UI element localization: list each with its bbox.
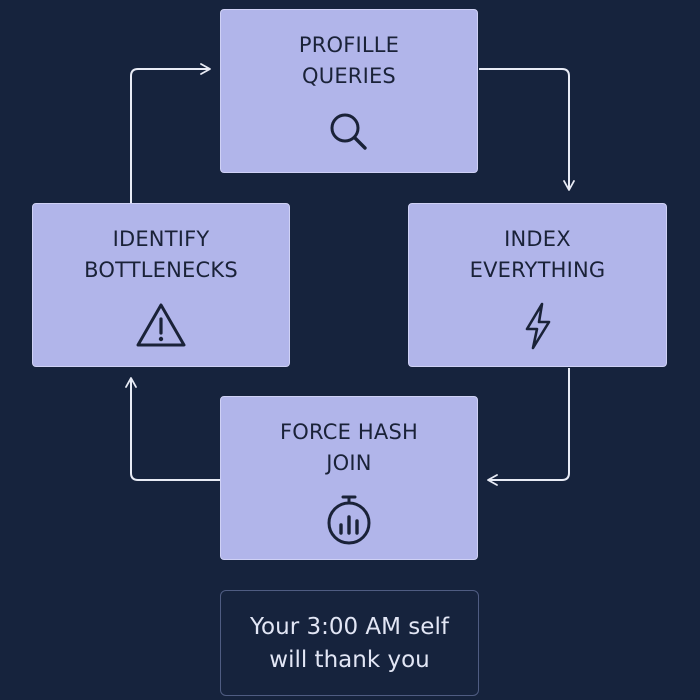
caption-text: Your 3:00 AM self will thank you bbox=[250, 614, 449, 673]
node-label: INDEX EVERYTHING bbox=[469, 227, 606, 282]
magnifier-icon bbox=[321, 104, 377, 160]
caption-box: Your 3:00 AM self will thank you bbox=[220, 590, 479, 696]
lightning-bolt-icon bbox=[510, 298, 566, 354]
stopwatch-icon bbox=[321, 491, 377, 547]
warning-triangle-icon bbox=[133, 298, 189, 354]
node-label: PROFILLE QUERIES bbox=[298, 33, 400, 88]
node-force-hash-join: FORCE HASH JOIN bbox=[220, 396, 478, 560]
edge-hash-to-identify bbox=[125, 377, 220, 481]
node-profile-queries: PROFILLE QUERIES bbox=[220, 9, 478, 173]
edge-identify-to-profile bbox=[130, 63, 211, 203]
node-index-everything: INDEX EVERYTHING bbox=[408, 203, 667, 367]
edge-index-to-hash bbox=[487, 368, 570, 486]
node-identify-bottlenecks: IDENTIFY BOTTLENECKS bbox=[32, 203, 290, 367]
edge-profile-to-index bbox=[479, 68, 575, 191]
node-label: IDENTIFY BOTTLENECKS bbox=[84, 227, 238, 282]
node-label: FORCE HASH JOIN bbox=[279, 420, 419, 475]
